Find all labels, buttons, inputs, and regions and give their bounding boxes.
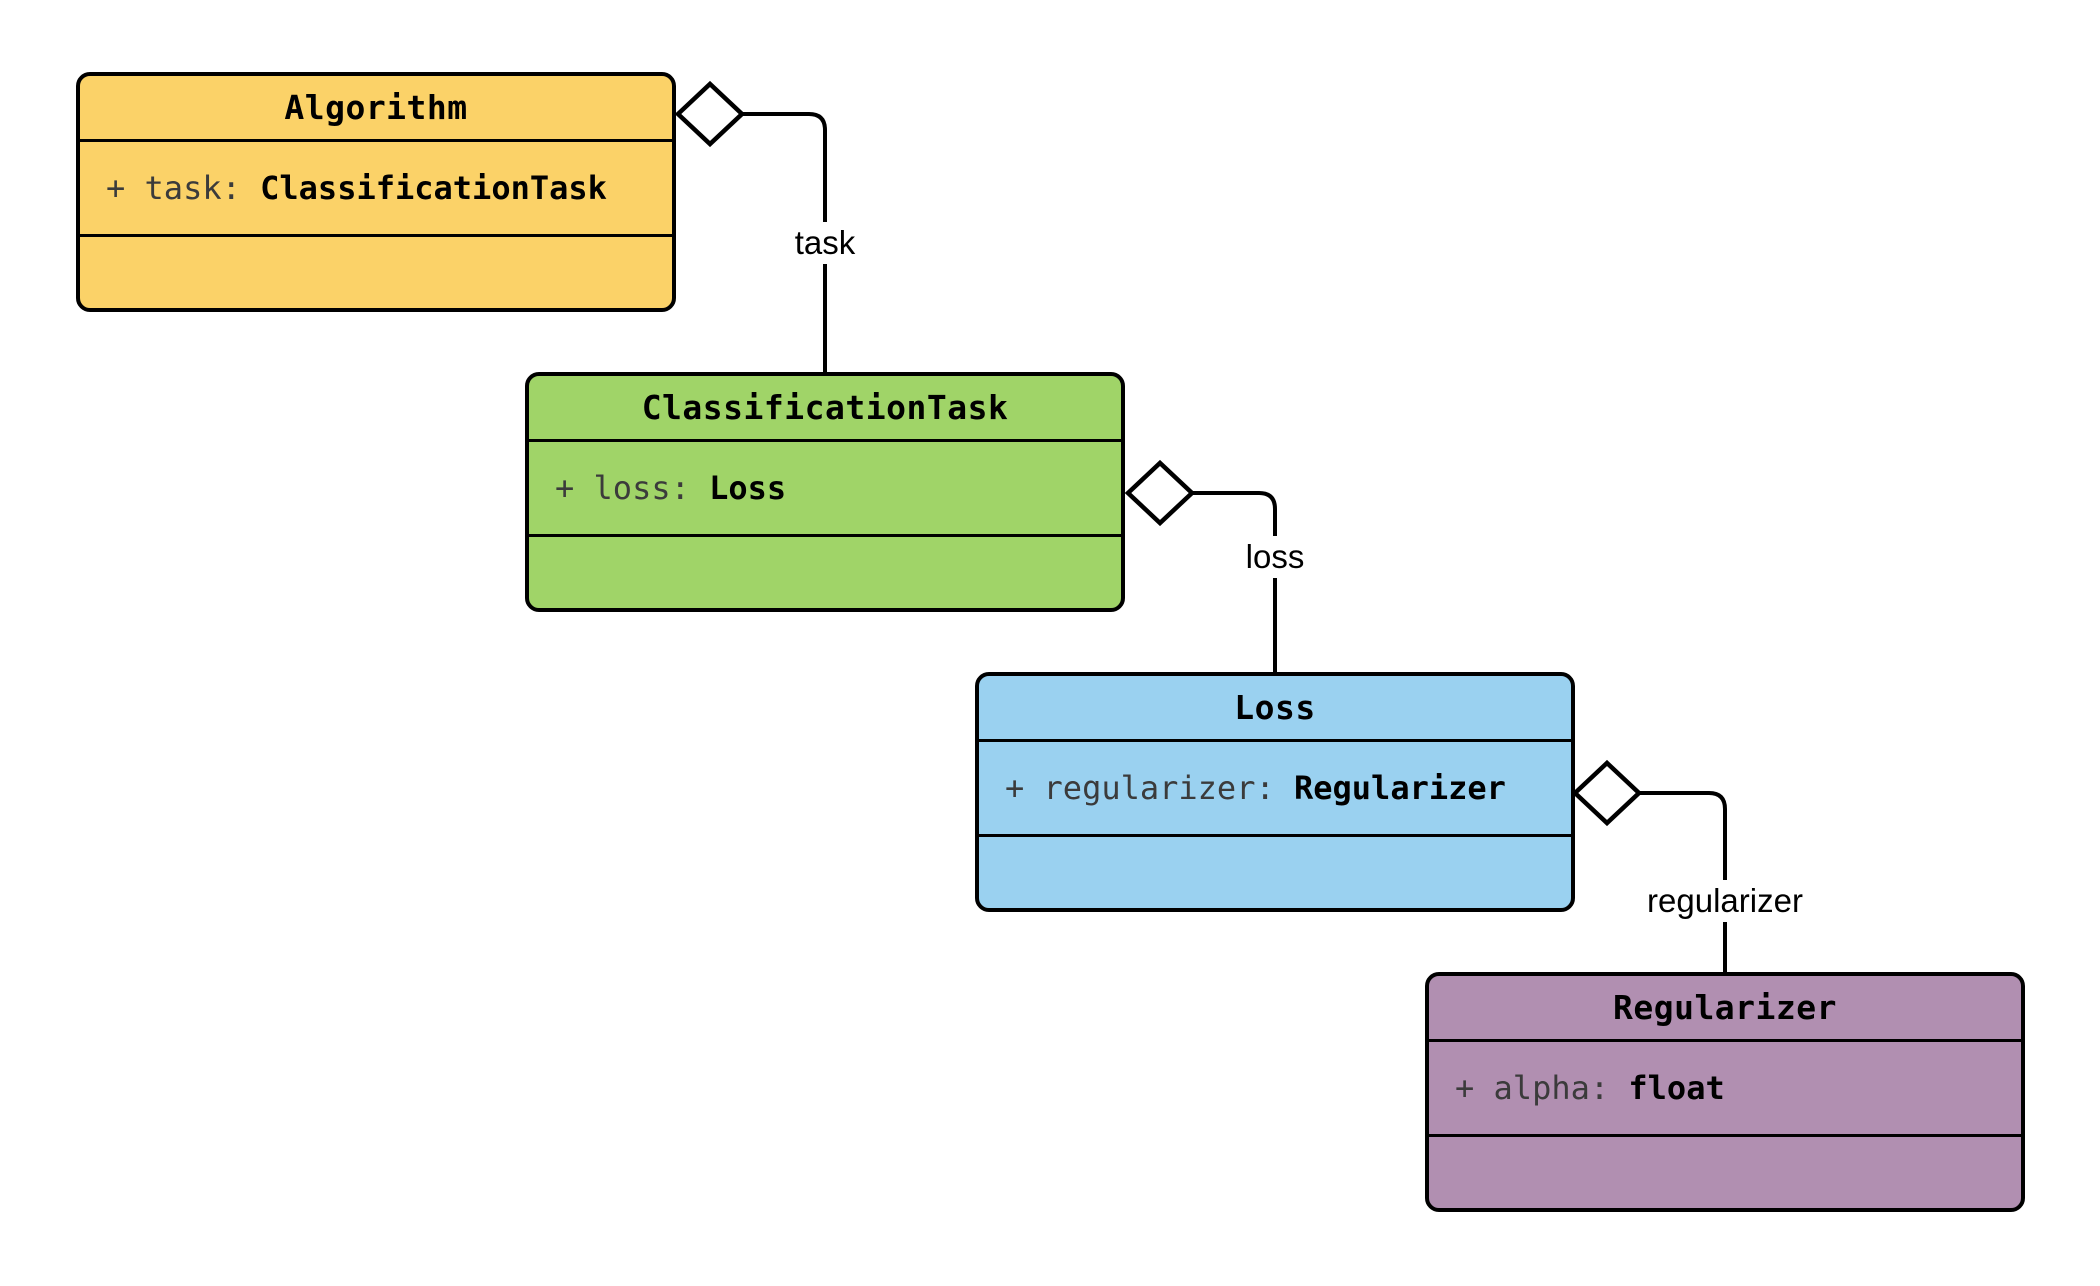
aggregation-diamond-icon (674, 80, 746, 148)
class-methods-empty (529, 534, 1121, 608)
class-attribute-row: + loss: Loss (529, 439, 1121, 534)
class-name: Loss (1234, 688, 1316, 727)
class-box-loss: Loss + regularizer: Regularizer (975, 672, 1575, 912)
class-attribute-row: + alpha: float (1429, 1039, 2021, 1134)
class-box-classification-task: ClassificationTask + loss: Loss (525, 372, 1125, 612)
aggregation-connector-loss (1192, 491, 1277, 674)
attribute-name: + loss: (555, 469, 710, 507)
aggregation-connector-regularizer (1639, 791, 1727, 974)
edge-label-loss: loss (1235, 536, 1315, 578)
class-box-regularizer: Regularizer + alpha: float (1425, 972, 2025, 1212)
attribute-name: + task: (106, 169, 261, 207)
class-name: ClassificationTask (641, 388, 1009, 427)
attribute-type: Regularizer (1293, 769, 1506, 807)
aggregation-diamond-icon (1571, 759, 1643, 827)
class-name: Regularizer (1612, 988, 1838, 1027)
class-box-algorithm: Algorithm + task: ClassificationTask (76, 72, 676, 312)
class-name: Algorithm (284, 88, 468, 127)
class-attribute-row: + regularizer: Regularizer (979, 739, 1571, 834)
attribute-type: float (1628, 1069, 1725, 1107)
class-methods-empty (1429, 1134, 2021, 1208)
attribute-name: + alpha: (1455, 1069, 1629, 1107)
edge-label-task: task (784, 222, 866, 264)
attribute-type: Loss (709, 469, 787, 507)
class-methods-empty (979, 834, 1571, 908)
attribute-type: ClassificationTask (260, 169, 607, 207)
aggregation-diamond-icon (1124, 459, 1196, 527)
attribute-name: + regularizer: (1005, 769, 1294, 807)
class-attribute-row: + task: ClassificationTask (80, 139, 672, 234)
class-methods-empty (80, 234, 672, 308)
edge-label-regularizer: regularizer (1637, 880, 1813, 922)
aggregation-connector-task (742, 112, 827, 374)
